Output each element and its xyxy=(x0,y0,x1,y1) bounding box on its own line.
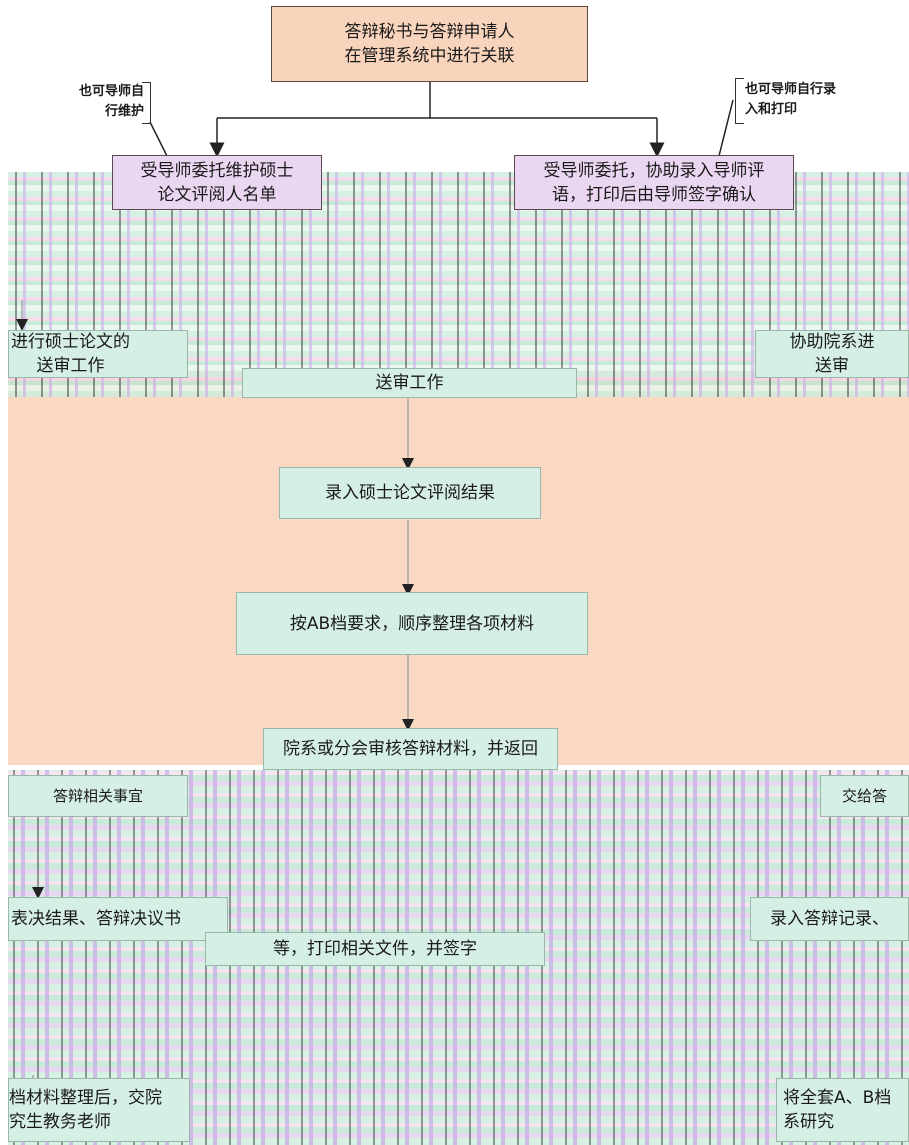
node-right-final: 将全套A、B档 系研究 xyxy=(776,1078,909,1142)
salmon-background-band xyxy=(8,370,909,765)
node-right-record: 录入答辩记录、 xyxy=(750,897,909,941)
node-right-defense: 交给答 xyxy=(820,775,909,817)
note-left-bracket xyxy=(142,82,151,124)
note-right: 也可导师自行录 入和打印 xyxy=(745,82,837,117)
node-left-mid: 进行硕士论文的 送审工作 xyxy=(8,330,188,378)
note-right-pointer xyxy=(717,99,734,161)
node-center-print: 等，打印相关文件，并签字 xyxy=(205,932,545,966)
node-right-mid: 协助院系进 送审 xyxy=(755,330,909,378)
node-center-send: 送审工作 xyxy=(242,368,577,398)
note-right-bracket xyxy=(735,78,744,124)
node-organize: 按AB档要求，顺序整理各项材料 xyxy=(236,592,588,655)
node-left-final: 档材料整理后，交院 究生教务老师 xyxy=(8,1078,190,1142)
node-top-association: 答辩秘书与答辩申请人 在管理系统中进行关联 xyxy=(271,6,588,82)
node-left-result: 表决结果、答辩决议书 xyxy=(8,897,228,941)
note-left-pointer xyxy=(149,121,169,159)
node-review-dept: 院系或分会审核答辩材料，并返回 xyxy=(263,728,558,770)
node-left-task: 受导师委托维护硕士 论文评阅人名单 xyxy=(112,155,322,210)
node-right-task: 受导师委托，协助录入导师评 语，打印后由导师签字确认 xyxy=(514,155,794,210)
node-left-defense: 答辩相关事宜 xyxy=(8,775,188,817)
node-record-review: 录入硕士论文评阅结果 xyxy=(279,467,541,519)
note-left: 也可导师自 行维护 xyxy=(78,84,144,119)
